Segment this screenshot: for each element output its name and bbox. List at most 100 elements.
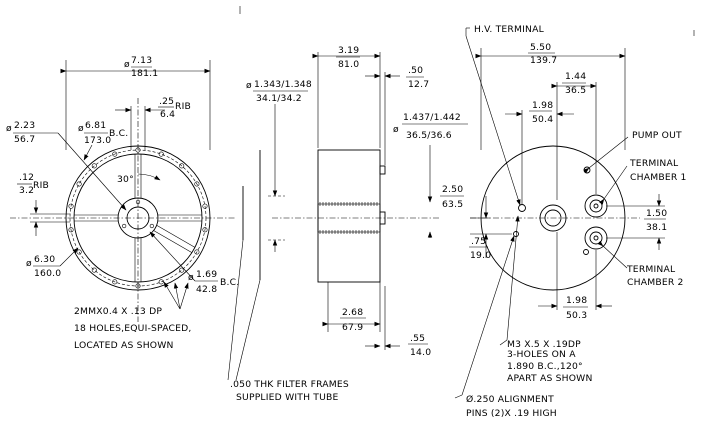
filter-line1: .050 THK FILTER FRAMES (230, 379, 349, 390)
mount-hole (135, 147, 141, 153)
offset-in: .50 (408, 65, 423, 76)
hub-outer (117, 197, 159, 239)
m3-line2: 3-HOLES ON A (507, 349, 576, 360)
bc2-mm: 42.8 (196, 284, 217, 295)
middle-view: 3.19 81.0 .50 12.7 ø 1.343/1.348 34.1/34… (227, 6, 468, 403)
tube-body (317, 149, 381, 283)
spoke-edge (156, 225, 196, 248)
lip-in: .55 (410, 333, 425, 344)
flange-rim (73, 153, 203, 283)
width-mm: 139.7 (530, 55, 557, 66)
bc2-label: B.C. (220, 277, 239, 288)
dia-in-mm: 34.1/34.2 (256, 93, 302, 104)
width-in: 3.19 (338, 45, 359, 56)
phi-bc2: ø (188, 272, 194, 283)
lip-mm: 14.0 (410, 347, 431, 358)
spokes (74, 154, 202, 282)
phi-bc: ø (78, 123, 84, 134)
mount-hole (91, 163, 97, 169)
d-in: .75 (471, 236, 486, 247)
flange-outer (65, 145, 211, 291)
mount-hole (135, 283, 141, 289)
dia-a-mm: 56.7 (14, 134, 35, 145)
left-view: ø 7.13 181.1 .25 6.4 RIB ø 2.23 56.7 ø 6… (6, 55, 239, 351)
align-line2: PINS (2)X .19 HIGH (466, 408, 557, 419)
a-mm: 36.5 (565, 85, 586, 96)
mount-hole (158, 151, 164, 157)
hv-terminal-post (518, 204, 526, 212)
rib-left-in: .12 (19, 172, 34, 183)
filter-line2: SUPPLIED WITH TUBE (236, 392, 339, 403)
d-mm: 19.0 (470, 250, 491, 261)
mount-hole (194, 249, 200, 255)
m3-line1: M3 X.5 X .19DP (507, 339, 581, 350)
body-mm: 67.9 (342, 322, 363, 333)
mount-hole (112, 279, 118, 285)
mount-hole (179, 163, 185, 169)
width-mm: 81.0 (338, 59, 359, 70)
tc1-line1: TERMINAL (629, 158, 679, 169)
b-in: 1.98 (532, 100, 553, 111)
hub-hole (149, 223, 154, 229)
pump-out-label: PUMP OUT (632, 130, 682, 141)
terminal-chamber-1 (584, 194, 608, 218)
spoke-edge (153, 230, 193, 253)
filter-frames (317, 202, 381, 234)
height-mm: 63.5 (442, 199, 463, 210)
dia-out-in: 1.437/1.442 (403, 112, 461, 123)
phi-dout: ø (393, 124, 399, 135)
hub-hole (135, 199, 141, 205)
rib-left-label: RIB (33, 180, 49, 191)
rib-width-in: .25 (159, 96, 174, 107)
center-bore (539, 204, 567, 232)
rib-width-mm: 6.4 (160, 109, 175, 120)
terminal-chamber-2 (584, 226, 608, 250)
align-line1: Ø.250 ALIGNMENT (466, 394, 554, 405)
holes-line1: 2MMX0.4 X .13 DP (74, 306, 162, 317)
tc2-line2: CHAMBER 2 (627, 277, 684, 288)
dia-a-in: 2.23 (14, 120, 35, 131)
dia-out-mm: 36.5/36.6 (406, 130, 452, 141)
rib-label: RIB (175, 101, 191, 112)
hub-inner (126, 206, 150, 230)
body-in: 2.68 (342, 307, 363, 318)
rib-left-mm: 3.2 (19, 185, 34, 196)
mount-hole (179, 267, 185, 273)
mount-hole (76, 181, 82, 187)
dia-b-mm: 160.0 (34, 268, 61, 279)
mount-hole (202, 227, 208, 233)
mount-holes (68, 147, 208, 289)
mount-hole (68, 203, 74, 209)
e-mm: 50.3 (566, 310, 587, 321)
mount-hole (202, 203, 208, 209)
mount-hole (68, 227, 74, 233)
phi-b: ø (26, 258, 32, 269)
holes-line3: LOCATED AS SHOWN (74, 340, 174, 351)
c-in: 1.50 (646, 208, 667, 219)
dia-outer-mm: 181.1 (131, 68, 158, 79)
phi-a: ø (6, 123, 12, 134)
e-in: 1.98 (566, 295, 587, 306)
c-mm: 38.1 (646, 222, 667, 233)
holes-line2: 18 HOLES,EQUI-SPACED, (74, 323, 192, 334)
dia-b-in: 6.30 (34, 254, 55, 265)
mount-hole (91, 267, 97, 273)
offset-mm: 12.7 (408, 79, 429, 90)
dia-outer-in: 7.13 (131, 55, 152, 66)
bc-mm: 173.0 (84, 135, 111, 146)
bc-in: 6.81 (85, 120, 106, 131)
right-view: H.V. TERMINAL 5.50 139.7 1.44 36.5 1.98 … (454, 24, 695, 419)
bc2-in: 1.69 (196, 269, 217, 280)
m3-line3: 1.890 B.C.,120° (507, 361, 583, 372)
dia-in-in: 1.343/1.348 (254, 79, 312, 90)
m3-line4: APART AS SHOWN (507, 373, 593, 384)
hub-hole (122, 223, 127, 229)
pump-out-stub (379, 165, 386, 175)
tc1-line2: CHAMBER 1 (630, 172, 687, 183)
angle-label: 30° (117, 174, 134, 185)
mount-hole (194, 181, 200, 187)
a-in: 1.44 (565, 71, 586, 82)
width-in: 5.50 (530, 42, 551, 53)
